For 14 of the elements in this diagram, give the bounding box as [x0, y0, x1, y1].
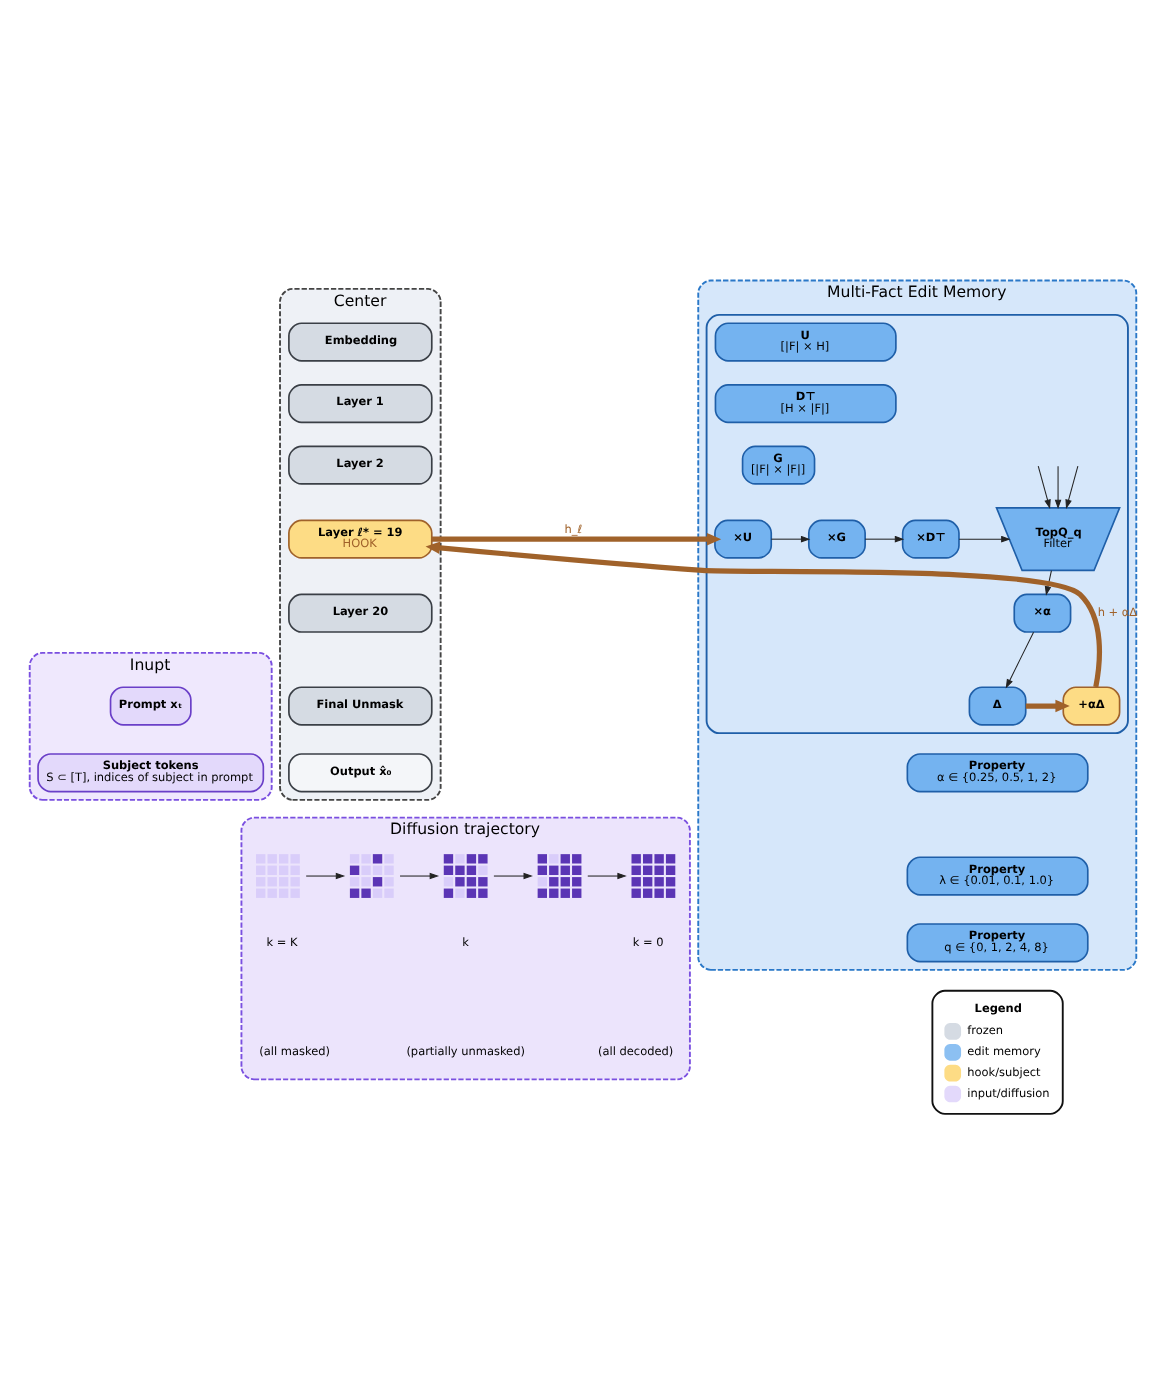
arrow	[958, 535, 1011, 543]
arrow	[399, 872, 440, 880]
arrow	[1005, 631, 1035, 689]
arrow	[425, 541, 1102, 688]
arrow	[1065, 465, 1079, 510]
arrow	[1025, 699, 1070, 713]
arrow	[864, 535, 905, 543]
arrow	[493, 872, 533, 880]
arrow	[1054, 465, 1062, 510]
arrow	[305, 872, 346, 880]
arrow	[770, 535, 811, 543]
arrow	[1037, 465, 1051, 510]
arrow	[587, 872, 627, 880]
arrow	[431, 532, 722, 546]
